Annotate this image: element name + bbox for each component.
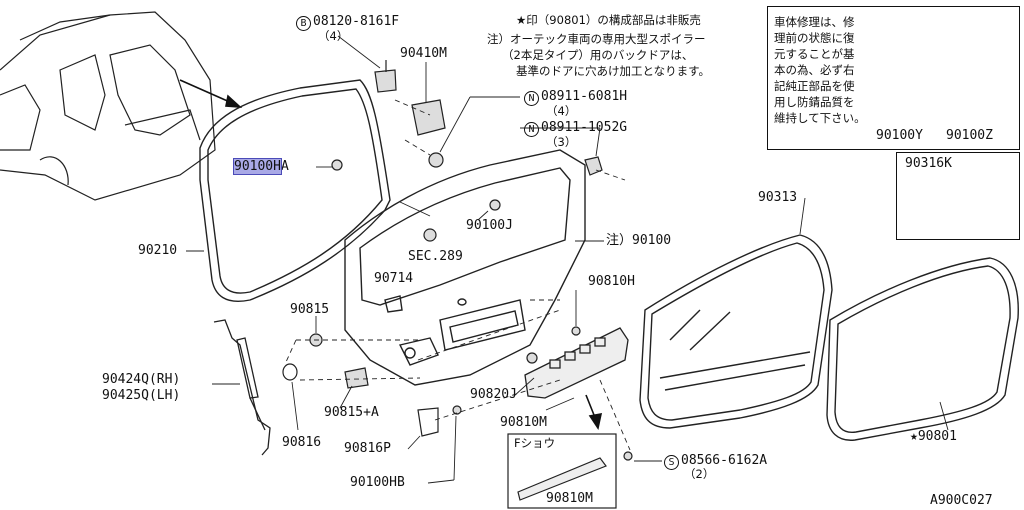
part-90424Q[interactable]: 90424Q(RH): [102, 372, 181, 387]
f-type-label: Fショウ: [514, 436, 556, 450]
repair-line-7: 維持して下さい。: [774, 111, 866, 125]
part-90100HB[interactable]: 90100HB: [350, 475, 405, 490]
part-90100J[interactable]: 90100J: [466, 218, 513, 233]
part-90816P[interactable]: 90816P: [344, 441, 391, 456]
part-08911-1052G: 08911-1052G: [541, 120, 628, 135]
repair-line-2: 理前の状態に復: [774, 31, 855, 45]
clip-90816p: [417, 407, 439, 437]
fastener-s-qty: （2）: [684, 467, 715, 481]
grommet-90816: [282, 363, 298, 381]
note-line-2: （2本足タイプ）用のバックドアは、: [502, 48, 694, 62]
part-90100HA[interactable]: 90100HA: [233, 158, 289, 175]
f-type-box: [507, 433, 617, 509]
part-90100[interactable]: 注）90100: [606, 233, 672, 248]
down-arrow: [585, 394, 603, 431]
fastener-n2-qty: （3）: [546, 135, 577, 149]
kit-box: 90316K: [896, 152, 1020, 240]
part-90816[interactable]: 90816: [282, 435, 322, 450]
arrow-pointer: [179, 79, 243, 108]
repair-line-1: 車体修理は、修: [774, 15, 855, 29]
part-90425Q[interactable]: 90425Q(LH): [102, 388, 181, 403]
part-90100Y[interactable]: 90100Y: [876, 128, 923, 143]
diagram-code: A900C027: [930, 493, 993, 508]
part-90815[interactable]: 90815: [290, 302, 330, 317]
fastener-b-qty: （4）: [318, 29, 349, 43]
part-90410M[interactable]: 90410M: [400, 46, 447, 61]
fastener-n1-qty: （4）: [546, 104, 577, 118]
star-note: ★印（90801）の構成部品は非販売: [516, 13, 701, 27]
part-90714[interactable]: 90714: [374, 271, 414, 286]
fittings: [309, 60, 633, 461]
dash-lines: [285, 99, 631, 451]
n-circle-icon: N: [524, 122, 539, 137]
repair-line-4: 本の為、必ず右: [774, 63, 855, 77]
part-90810M-ftype[interactable]: 90810M: [546, 491, 593, 506]
part-90316K[interactable]: 90316K: [905, 156, 952, 171]
back-door-90100: [344, 149, 586, 386]
part-08566-6162A: 08566-6162A: [681, 453, 768, 468]
gas-strut: [213, 319, 271, 456]
repair-info-box: 車体修理は、修 理前の状態に復 元することが基 本の為、必ず右 記純正部品を使 …: [767, 6, 1020, 150]
s-circle-icon: S: [664, 455, 679, 470]
repair-line-5: 記純正部品を使: [774, 79, 855, 93]
garnish-90810H: [524, 327, 629, 399]
part-08120-8161F: 08120-8161F: [313, 14, 400, 29]
part-90100Z[interactable]: 90100Z: [946, 128, 993, 143]
sec-289-link[interactable]: SEC.289: [408, 249, 463, 264]
molding-90801: [826, 257, 1019, 441]
part-90210[interactable]: 90210: [138, 243, 178, 258]
highlighted-part-code: 90100H: [233, 158, 282, 175]
weatherstrip-90210: [199, 79, 391, 302]
part-suffix: A: [280, 159, 289, 174]
n-circle-icon: N: [524, 91, 539, 106]
part-90313[interactable]: 90313: [758, 190, 798, 205]
part-90810H[interactable]: 90810H: [588, 274, 635, 289]
part-90810M[interactable]: 90810M: [500, 415, 547, 430]
part-90820J[interactable]: 90820J: [470, 387, 517, 402]
part-90801[interactable]: ★90801: [910, 429, 957, 444]
part-90815-A[interactable]: 90815+A: [324, 405, 379, 420]
b-circle-icon: B: [296, 16, 311, 31]
part-08911-6081H: 08911-6081H: [541, 89, 628, 104]
glass-90313: [639, 234, 833, 429]
note-line-1: 注）オーテック車両の専用大型スポイラー: [487, 32, 706, 46]
repair-line-6: 用し防錆品質を: [774, 95, 855, 109]
note-line-3: 基準のドアに穴あけ加工となります。: [516, 64, 711, 78]
f-type-part: [517, 457, 607, 501]
repair-line-3: 元することが基: [774, 47, 855, 61]
car-silhouette: [0, 11, 216, 201]
